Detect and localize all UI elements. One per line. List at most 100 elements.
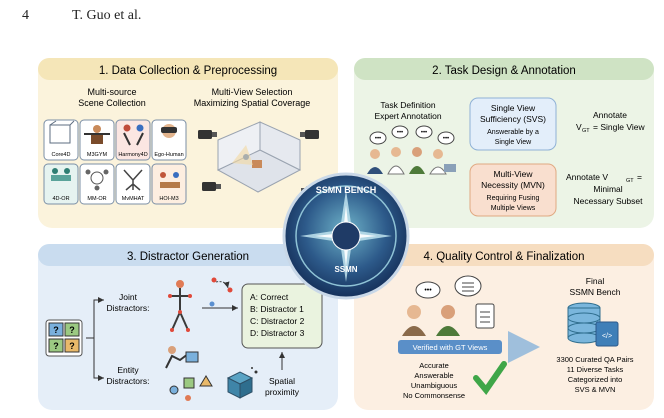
table-icon xyxy=(160,182,180,188)
cube-proximity-icon xyxy=(226,367,258,399)
arrow-to-joint xyxy=(86,297,104,339)
joint-distractors-label-1: Joint xyxy=(119,292,138,302)
running-head-authors: T. Guo et al. xyxy=(72,8,142,23)
svg-text:•••: ••• xyxy=(421,130,427,136)
dataset-mvmhat-tile: MvMHAT xyxy=(115,163,151,205)
camera-icon xyxy=(198,130,217,139)
dataset-egohuman-tile: Ego-Human xyxy=(151,119,187,161)
question-tile-icon: ? ? ? ? xyxy=(45,319,83,357)
dataset-harmony4d-tile: Harmony4D xyxy=(115,119,151,161)
person-icon xyxy=(367,149,383,174)
mvn-title-2: Necessity (MVN) xyxy=(481,180,545,190)
checkmark-icon xyxy=(473,361,507,395)
database-icon xyxy=(567,302,601,344)
question-mark: ? xyxy=(53,341,59,351)
mvn-desc-1: Requiring Fusing xyxy=(487,195,540,202)
code-document-icon: </> xyxy=(595,321,619,347)
stat-categories: SVS & MVN xyxy=(575,385,616,394)
speech-bubble-icon: ••• xyxy=(391,125,409,139)
panel2-header xyxy=(354,58,654,80)
dataset-core4d-tile: Core4D xyxy=(43,119,79,161)
dataset-label: HOI-M3 xyxy=(159,196,178,202)
person-icon xyxy=(402,305,426,336)
dataset-stats: 3300 Curated QA Pairs 11 Diverse Tasks C… xyxy=(556,355,633,394)
criteria-list: Accurate Answerable Unambiguous No Commo… xyxy=(403,361,465,400)
verified-banner: Verified with GT Views xyxy=(398,340,502,354)
speech-bubble-icon: ••• xyxy=(369,131,387,145)
svs-annotate-rule: V GT = Single View xyxy=(576,122,645,134)
panel2-title: 2. Task Design & Annotation xyxy=(432,65,576,77)
entity-objects-icon xyxy=(165,346,213,401)
joint-candidates-icon xyxy=(209,277,233,307)
verified-label: Verified with GT Views xyxy=(413,343,488,352)
question-mark: ? xyxy=(69,325,75,335)
speech-bubble-icon: ••• xyxy=(437,131,455,145)
mvn-annotate-rule: Annotate V GT = Minimal Necessary Subset xyxy=(566,172,643,206)
options-box: A: Correct B: Distractor 1 C: Distractor… xyxy=(241,283,323,349)
svg-text:</>: </> xyxy=(602,333,612,340)
person-icon xyxy=(436,305,460,336)
mvn-box: Multi-View Necessity (MVN) Requiring Fus… xyxy=(469,163,557,217)
mvn-annotate-equals: = xyxy=(637,172,642,182)
entity-distractors-label-1: Entity xyxy=(117,365,139,375)
speech-bubble-icon: ••• xyxy=(415,125,433,139)
option-b: B: Distractor 1 xyxy=(250,304,304,314)
camera-icon xyxy=(202,182,221,191)
checklist-icon xyxy=(454,275,482,297)
svs-desc-2: Single View xyxy=(495,139,532,146)
p1-right-heading-2: Maximizing Spatial Coverage xyxy=(194,98,311,108)
spatial-proximity-2: proximity xyxy=(265,387,300,397)
stat-qa-pairs: 3300 Curated QA Pairs xyxy=(556,355,633,364)
joint-distractors-label-2: Distractors: xyxy=(107,303,150,313)
mvn-annotate-label: Annotate V xyxy=(566,172,608,182)
person-icon xyxy=(429,149,447,175)
criterion-no-commonsense: No Commonsense xyxy=(403,391,465,400)
svs-annotate-label: Annotate xyxy=(593,110,627,120)
dataset-label: 4D-OR xyxy=(52,196,69,202)
operating-table-icon xyxy=(51,175,71,181)
p1-left-heading-1: Multi-source xyxy=(87,87,136,97)
panel1-header xyxy=(38,58,338,80)
panel4-header xyxy=(354,244,654,266)
entity-distractors-label-2: Distractors: xyxy=(107,376,150,386)
mvn-desc-2: Multiple Views xyxy=(491,205,536,212)
option-a: A: Correct xyxy=(250,292,289,302)
vgt-subscript: GT xyxy=(582,128,590,134)
svs-title-1: Single View xyxy=(491,103,536,113)
badge-subtitle: SSMN xyxy=(334,265,357,274)
svs-title-2: Sufficiency (SVS) xyxy=(480,114,546,124)
panel3-title: 3. Distractor Generation xyxy=(127,251,249,263)
criterion-unambiguous: Unambiguous xyxy=(411,381,458,390)
svg-text:•••: ••• xyxy=(443,136,449,142)
svs-annotate-value: = Single View xyxy=(593,122,645,132)
dataset-label: MvMHAT xyxy=(122,196,145,202)
panel-quality-control: 4. Quality Control & Finalization ••• Ve… xyxy=(354,244,654,410)
svg-text:•••: ••• xyxy=(375,136,381,142)
mvn-title-1: Multi-View xyxy=(493,169,533,179)
person-icon xyxy=(173,172,179,178)
person-icon xyxy=(123,124,131,132)
dataset-hoim3-tile: HOI-M3 xyxy=(151,163,187,205)
person-icon xyxy=(136,124,144,132)
mvn-annotate-value-2: Necessary Subset xyxy=(574,196,644,206)
option-c: C: Distractor 2 xyxy=(250,316,305,326)
person-icon xyxy=(93,125,101,133)
panel-task-design: 2. Task Design & Annotation Task Definit… xyxy=(354,58,654,228)
panel4-title: 4. Quality Control & Finalization xyxy=(423,251,584,263)
arrow-to-entity xyxy=(93,338,104,381)
dataset-label: Harmony4D xyxy=(118,152,147,158)
person-icon xyxy=(409,147,425,174)
svg-text:•••: ••• xyxy=(397,130,403,136)
badge-title: SSMN BENCH xyxy=(316,185,377,195)
surgery-scene-icon xyxy=(90,171,104,185)
task-definition-label: Task Definition xyxy=(380,100,436,110)
person-icon xyxy=(160,172,166,178)
dataset-label: Ego-Human xyxy=(154,152,183,158)
dataset-label: Core4D xyxy=(52,152,71,158)
clipboard-icon xyxy=(475,303,495,329)
skeleton-joints-icon xyxy=(168,280,192,332)
cube-icon xyxy=(49,124,71,144)
dataset-4dor-tile: 4D-OR xyxy=(43,163,79,205)
criterion-answerable: Answerable xyxy=(414,371,453,380)
